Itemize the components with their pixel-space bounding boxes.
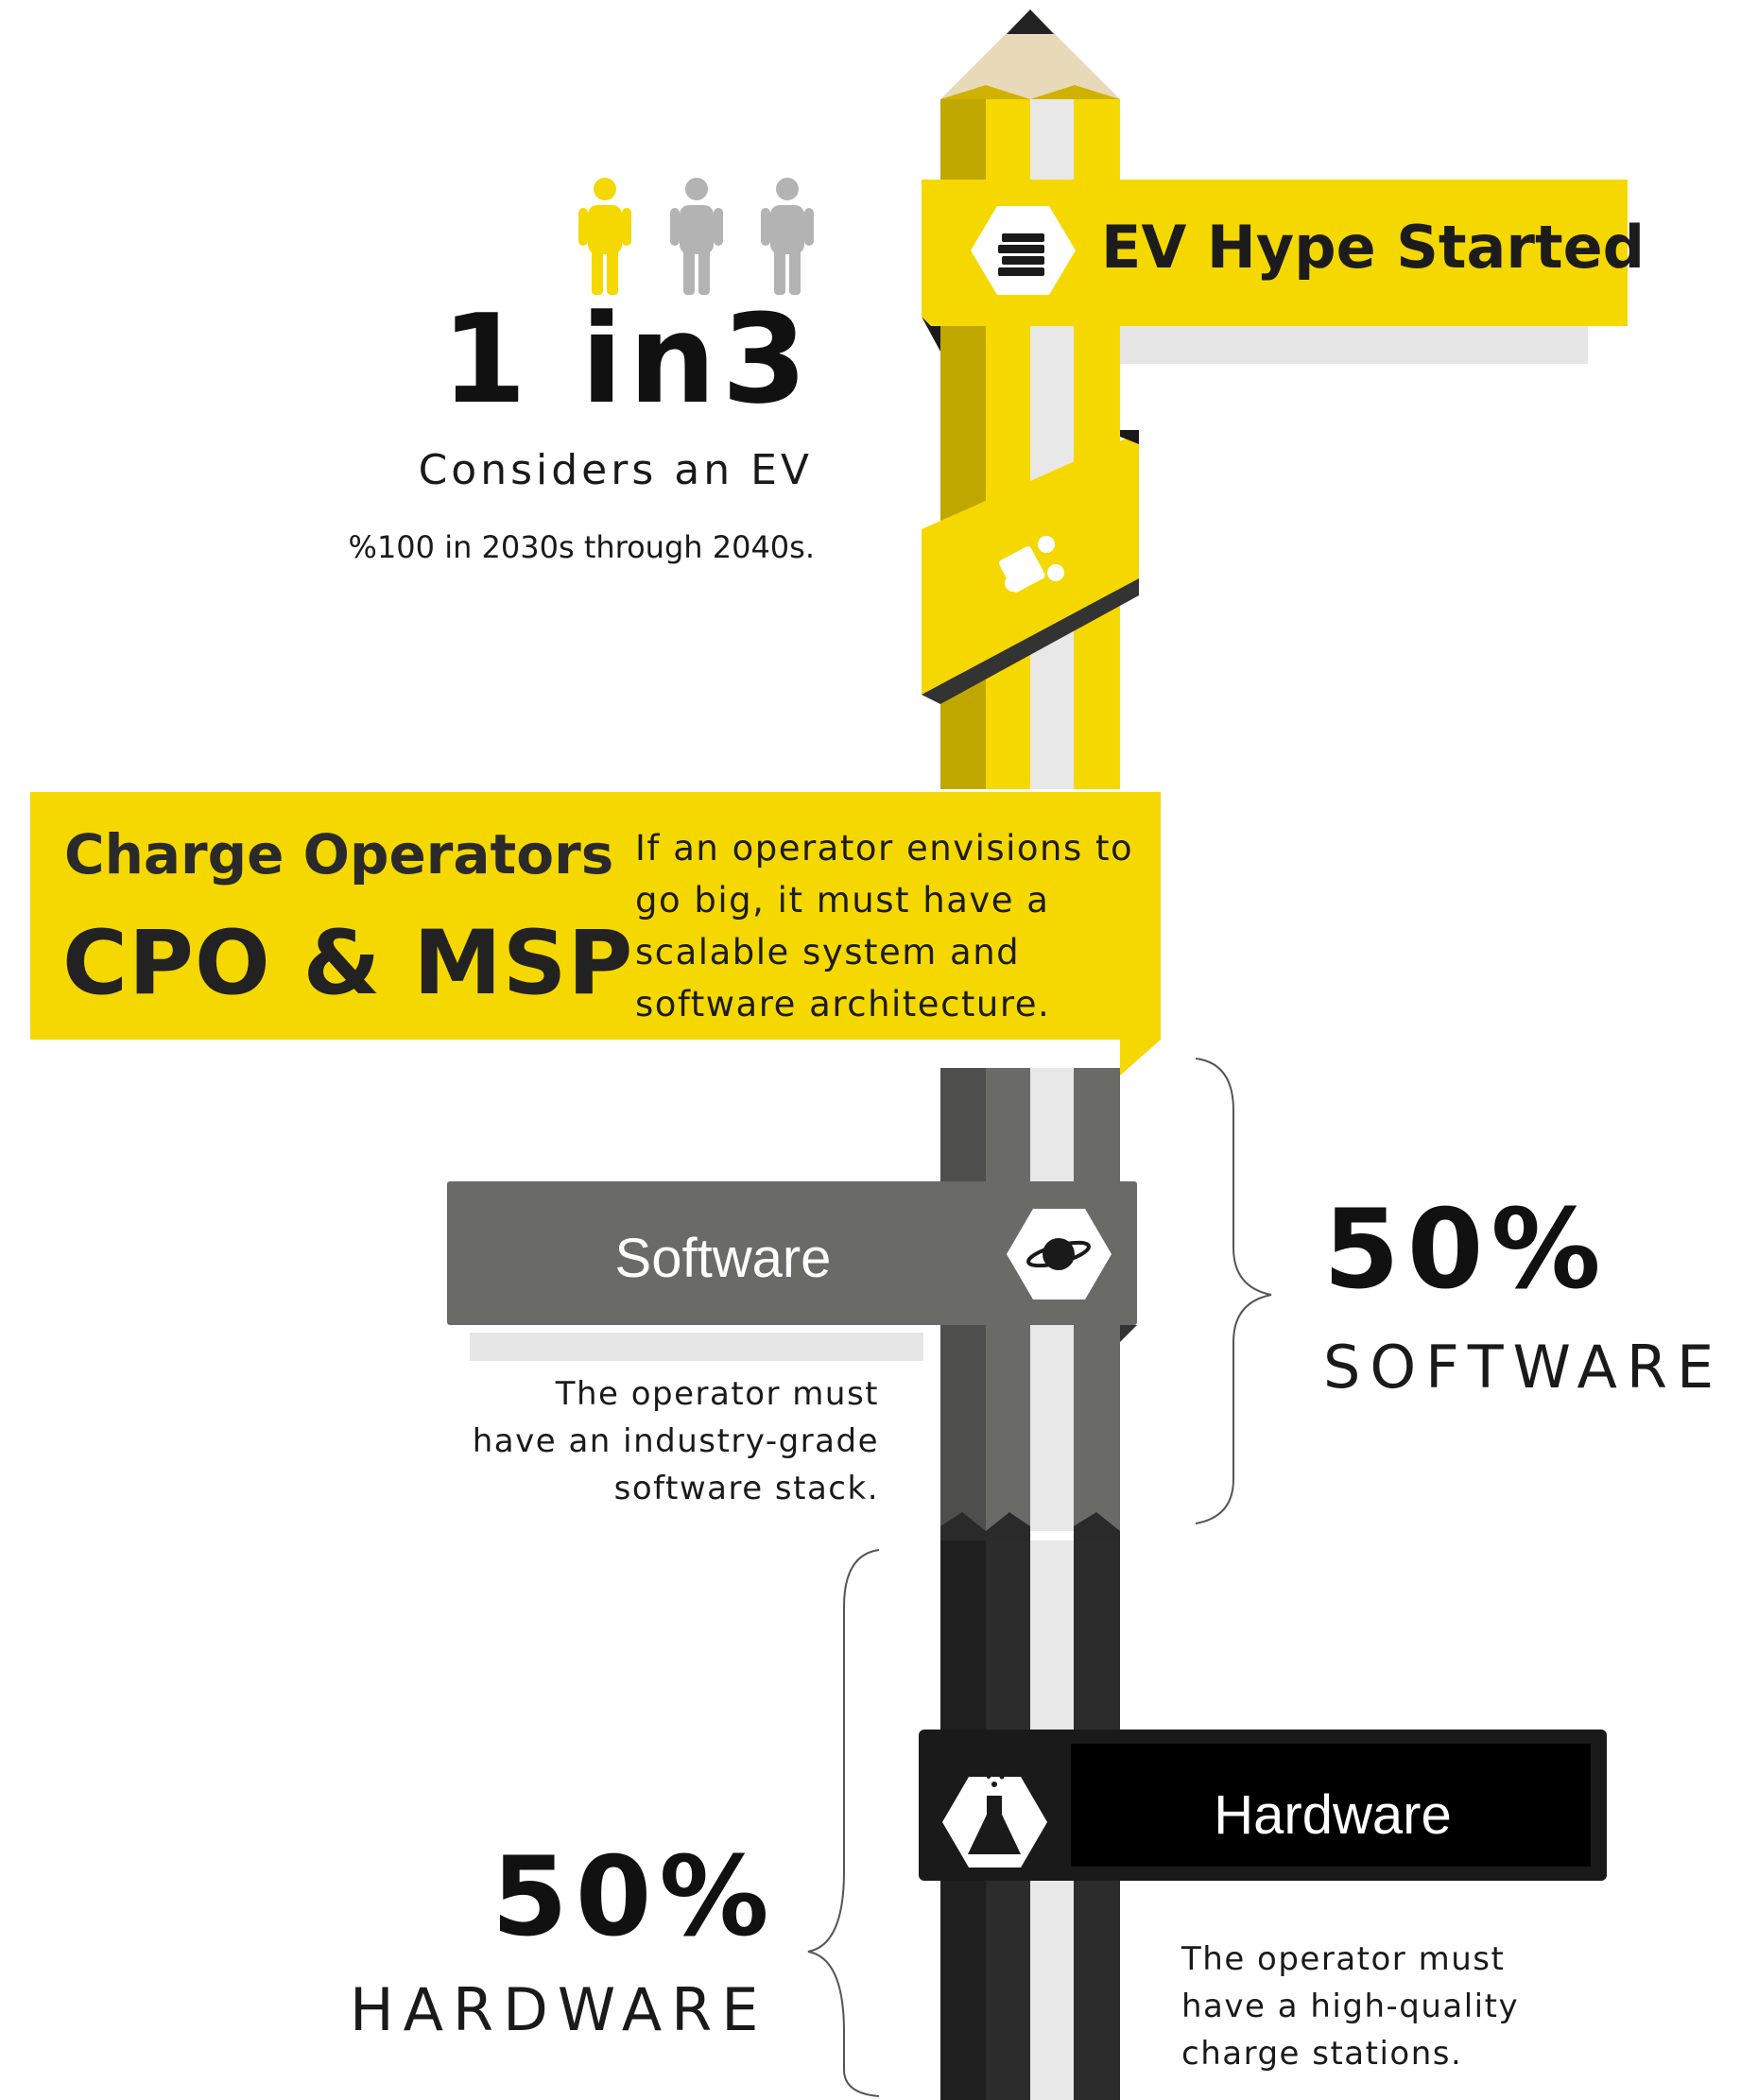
hardware-percent: 50%: [491, 1833, 777, 1961]
puzzle-icon: [999, 536, 1064, 593]
charge-operators-title: Charge Operators: [64, 822, 614, 886]
software-word: SOFTWARE: [1323, 1333, 1724, 1402]
charge-operators-banner: [30, 792, 1161, 1076]
charge-operators-subtitle: CPO & MSP: [62, 912, 634, 1015]
software-banner: [447, 1181, 1137, 1325]
hardware-brace: [807, 1549, 880, 2097]
forecast-text: %100 in 2030s through 2040s.: [348, 529, 815, 565]
pencil-lead-tip: [1007, 9, 1054, 34]
person-icon: [761, 178, 814, 295]
hardware-description: The operator must have a high-quality ch…: [1181, 1936, 1597, 2077]
ev-hype-banner: [922, 180, 1628, 326]
hardware-word: HARDWARE: [350, 1975, 768, 2044]
hardware-description-line: charge stations.: [1181, 2035, 1463, 2073]
books-icon: [971, 206, 1076, 295]
flask-icon: [942, 1774, 1047, 1868]
software-description-line: software stack.: [613, 1470, 879, 1507]
software-label: Software: [614, 1228, 832, 1289]
planet-icon: [1007, 1209, 1112, 1300]
charge-operators-description: If an operator envisions to go big, it m…: [635, 828, 1134, 1024]
hardware-description-line: have a high-quality: [1181, 1988, 1520, 2025]
ratio-caption: Considers an EV: [418, 446, 813, 494]
software-percent: 50%: [1323, 1186, 1609, 1314]
hardware-label: Hardware: [1214, 1784, 1452, 1846]
software-description-line: The operator must: [555, 1375, 879, 1413]
ratio-stat: 1 in3: [440, 287, 813, 431]
hardware-description-line: The operator must: [1181, 1940, 1506, 1978]
software-description: The operator must have an industry-grade…: [397, 1370, 879, 1512]
person-icon: [670, 178, 723, 295]
ev-hype-title: EV Hype Started: [1101, 213, 1646, 282]
hardware-label-panel: [1071, 1744, 1591, 1867]
software-brace: [1195, 1058, 1272, 1524]
software-description-line: have an industry-grade: [472, 1422, 879, 1460]
person-icon-highlighted: [578, 178, 631, 295]
pencil-wood-tip: [940, 9, 1120, 99]
